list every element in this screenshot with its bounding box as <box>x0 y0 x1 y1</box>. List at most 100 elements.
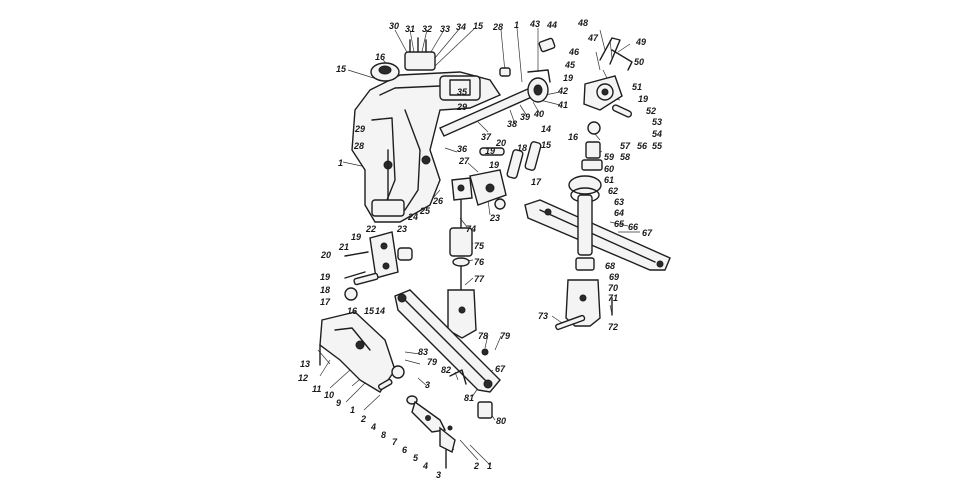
callout-25: 25 <box>420 206 431 216</box>
callout-41: 41 <box>558 100 569 110</box>
callout-47: 47 <box>588 33 599 43</box>
callout-20: 20 <box>321 250 332 260</box>
callout-11: 11 <box>312 384 322 394</box>
callout-57: 57 <box>620 141 631 151</box>
callout-69: 69 <box>609 272 620 282</box>
callout-54: 54 <box>652 129 663 139</box>
callout-63: 63 <box>614 197 625 207</box>
callout-67: 67 <box>642 228 653 238</box>
callout-49: 49 <box>636 37 647 47</box>
callout-53: 53 <box>652 117 663 127</box>
callout-6: 6 <box>402 445 408 455</box>
callout-19: 19 <box>351 232 362 242</box>
callout-80: 80 <box>496 416 507 426</box>
callout-35: 35 <box>457 87 468 97</box>
callout-17: 17 <box>531 177 542 187</box>
callout-9: 9 <box>336 398 342 408</box>
callout-32: 32 <box>422 24 433 34</box>
callout-24: 24 <box>408 212 419 222</box>
callout-1: 1 <box>338 158 344 168</box>
callout-26: 26 <box>433 196 444 206</box>
callout-2: 2 <box>474 461 480 471</box>
callout-39: 39 <box>520 112 531 122</box>
callout-28: 28 <box>354 141 365 151</box>
callout-48: 48 <box>578 18 589 28</box>
callout-81: 81 <box>464 393 475 403</box>
callout-79: 79 <box>427 357 438 367</box>
callout-38: 38 <box>507 119 518 129</box>
callout-1: 1 <box>350 405 356 415</box>
callout-23: 23 <box>490 213 501 223</box>
callout-13: 13 <box>300 359 311 369</box>
callout-43: 43 <box>530 19 541 29</box>
callout-83: 83 <box>418 347 429 357</box>
callout-18: 18 <box>517 143 528 153</box>
callout-23: 23 <box>397 224 408 234</box>
callout-46: 46 <box>569 47 580 57</box>
callout-15: 15 <box>473 21 484 31</box>
callout-51: 51 <box>632 82 643 92</box>
pin-block-center <box>469 141 542 210</box>
callout-62: 62 <box>608 186 619 196</box>
callout-3: 3 <box>425 380 431 390</box>
callout-31: 31 <box>405 24 416 34</box>
callout-4: 4 <box>371 422 377 432</box>
callout-37: 37 <box>481 132 492 142</box>
callout-64: 64 <box>614 208 625 218</box>
callout-77: 77 <box>474 274 485 284</box>
stabilizer-bracket <box>319 311 405 393</box>
callout-10: 10 <box>324 390 335 400</box>
callout-19: 19 <box>638 94 649 104</box>
lift-arm-right <box>581 37 633 171</box>
callout-30: 30 <box>389 21 400 31</box>
callout-66: 66 <box>628 222 639 232</box>
callout-72: 72 <box>608 322 619 332</box>
callout-19: 19 <box>485 146 496 156</box>
callout-5: 5 <box>413 453 419 463</box>
callout-65: 65 <box>614 219 625 229</box>
callout-59: 59 <box>604 152 615 162</box>
bracket-assembly-left <box>344 231 413 301</box>
callout-67: 67 <box>495 364 506 374</box>
callout-14: 14 <box>541 124 552 134</box>
callout-19: 19 <box>320 272 331 282</box>
callout-60: 60 <box>604 164 615 174</box>
callout-15: 15 <box>541 140 552 150</box>
lift-rod-center <box>447 177 477 339</box>
callout-36: 36 <box>457 144 468 154</box>
callout-70: 70 <box>608 283 619 293</box>
callout-61: 61 <box>604 175 615 185</box>
lower-link-right <box>524 175 671 331</box>
callout-34: 34 <box>456 22 467 32</box>
callout-78: 78 <box>478 331 489 341</box>
callout-18: 18 <box>320 285 331 295</box>
callout-58: 58 <box>620 152 631 162</box>
callout-27: 27 <box>459 156 470 166</box>
callout-56: 56 <box>637 141 648 151</box>
callout-1: 1 <box>514 20 520 30</box>
callout-52: 52 <box>646 106 657 116</box>
callout-55: 55 <box>652 141 663 151</box>
callout-79: 79 <box>500 331 511 341</box>
callout-29: 29 <box>457 102 468 112</box>
callout-76: 76 <box>474 257 485 267</box>
callout-4: 4 <box>423 461 429 471</box>
callout-16: 16 <box>347 306 358 316</box>
callout-28: 28 <box>493 22 504 32</box>
callout-12: 12 <box>298 373 309 383</box>
callout-45: 45 <box>565 60 576 70</box>
callout-16: 16 <box>568 132 579 142</box>
callout-8: 8 <box>381 430 387 440</box>
callout-68: 68 <box>605 261 616 271</box>
callout-19: 19 <box>489 160 500 170</box>
callout-21: 21 <box>339 242 350 252</box>
callout-1: 1 <box>487 461 493 471</box>
callout-74: 74 <box>466 224 477 234</box>
callout-20: 20 <box>496 138 507 148</box>
stabilizer-turnbuckle <box>406 395 456 469</box>
callout-71: 71 <box>608 293 619 303</box>
callout-50: 50 <box>634 57 645 67</box>
callout-15: 15 <box>336 64 347 74</box>
